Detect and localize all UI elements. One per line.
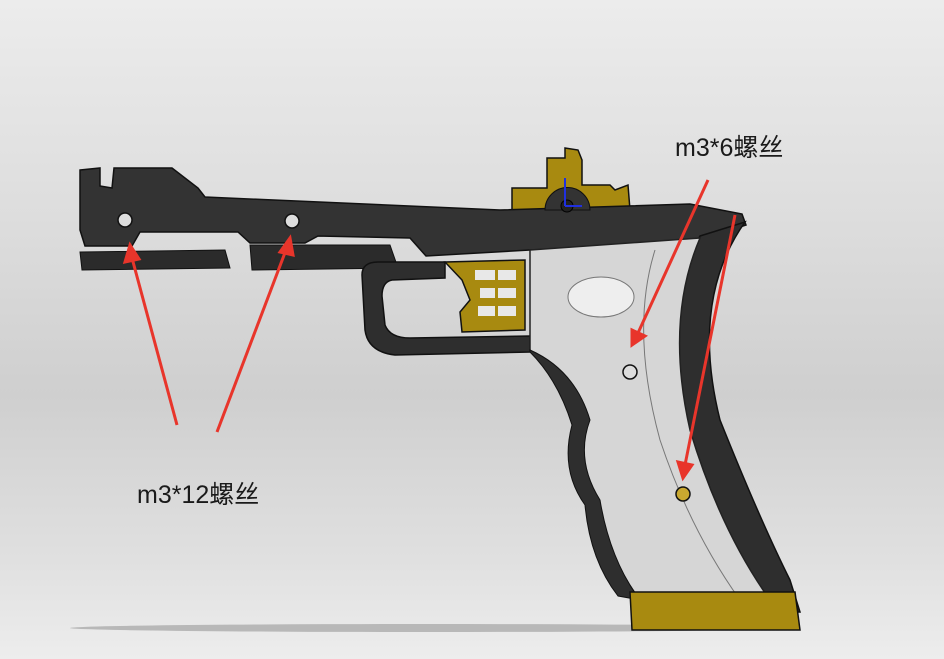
arrow-grip-upper-screw [636,179,710,334]
arrowhead [630,327,649,348]
magazine-base [629,591,801,631]
grip-panel [529,237,772,601]
screw-label-m3x6: m3*6螺丝 [675,134,784,162]
front-rail [79,249,231,271]
arrowhead [122,241,142,264]
annotation-arrows [122,179,737,482]
arrow-mid-screw [215,249,288,433]
rear-sight [511,147,631,211]
arrow-front-screw [130,257,179,426]
screw-holes [117,212,691,502]
pivot-housing [544,187,591,211]
floor-shadow [70,624,790,632]
grip-seam [643,249,741,601]
arrowhead [277,234,295,257]
grip-logo-recess [567,276,635,318]
screw-hole-front [117,212,133,228]
trigger-windows [475,270,516,316]
screw-hole-grip-upper [622,364,638,380]
screw-hole-grip-lower [675,486,691,502]
trigger-guard [361,261,531,356]
arrow-grip-lower-screw [683,214,737,466]
arrowhead [675,459,695,482]
grip-front-strap [529,349,642,601]
screw-label-m3x12: m3*12螺丝 [137,481,260,509]
screw-hole-mid [284,213,300,229]
